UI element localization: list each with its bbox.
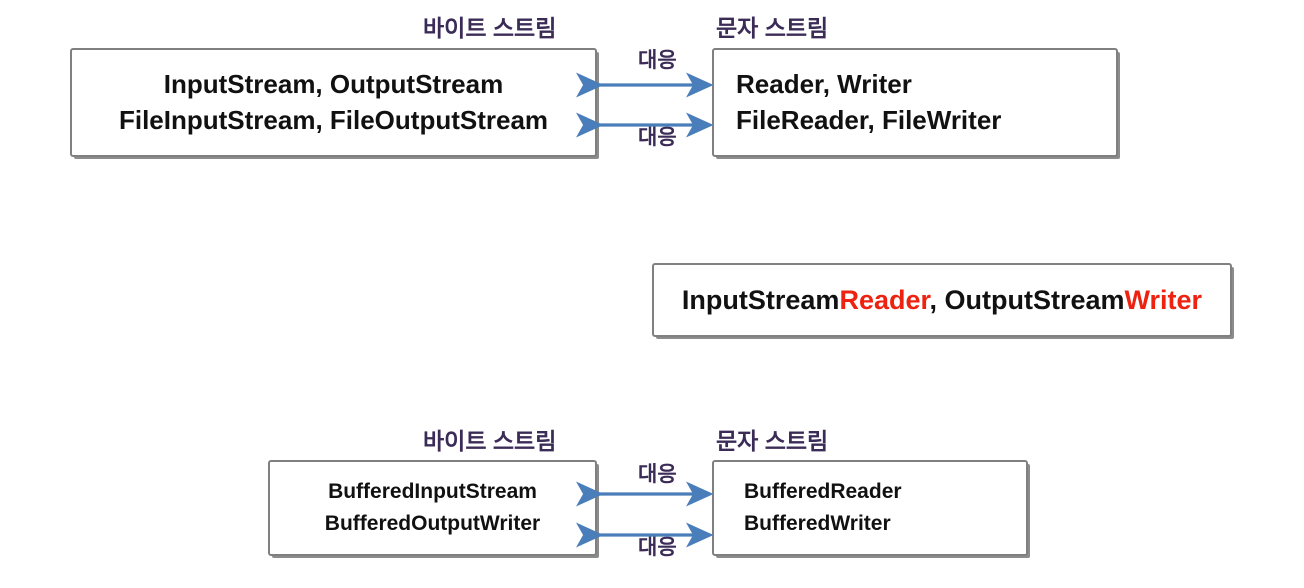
box-line-bufferedinputstream: BufferedInputStream (328, 479, 537, 503)
box-byte-stream-base: InputStream, OutputStream FileInputStrea… (70, 48, 597, 157)
caption-char-stream-top: 문자 스트림 (716, 15, 829, 41)
box-line-filereader-filewriter: FileReader, FileWriter (736, 104, 1002, 135)
box-line-bufferedoutputwriter: BufferedOutputWriter (324, 512, 541, 535)
box-line-inputstreamreader-outputstreamwriter: InputStreamReader, OutputStreamWriter (682, 286, 1202, 314)
box-char-stream-base: Reader, Writer FileReader, FileWriter (712, 48, 1118, 157)
box-line-fileinputstream-fileoutputstream: FileInputStream, FileOutputStream (118, 104, 549, 135)
arrow-label-top-lower: 대응 (638, 126, 677, 149)
box-byte-stream-buffered: BufferedInputStream BufferedOutputWriter (268, 460, 597, 556)
text-inputstream-prefix: InputStream (681, 284, 840, 315)
box-bridge-streams: InputStreamReader, OutputStreamWriter (652, 263, 1232, 337)
arrow-label-bottom-upper: 대응 (638, 463, 677, 486)
box-char-stream-buffered: BufferedReader BufferedWriter (712, 460, 1028, 556)
box-line-inputstream-outputstream: InputStream, OutputStream (163, 69, 504, 100)
caption-char-stream-bottom: 문자 스트림 (716, 428, 829, 454)
box-line-bufferedwriter: BufferedWriter (744, 512, 891, 535)
arrow-label-bottom-lower: 대응 (638, 536, 677, 559)
text-separator: , (929, 284, 945, 315)
text-reader-highlight: Reader (839, 284, 930, 315)
box-line-reader-writer: Reader, Writer (736, 69, 912, 100)
text-outputstream-prefix: OutputStream (944, 284, 1125, 315)
arrow-label-top-upper: 대응 (638, 49, 677, 72)
text-writer-highlight: Writer (1124, 284, 1203, 315)
caption-byte-stream-top: 바이트 스트림 (423, 15, 557, 41)
box-line-bufferedreader: BufferedReader (744, 479, 902, 503)
caption-byte-stream-bottom: 바이트 스트림 (423, 428, 557, 454)
